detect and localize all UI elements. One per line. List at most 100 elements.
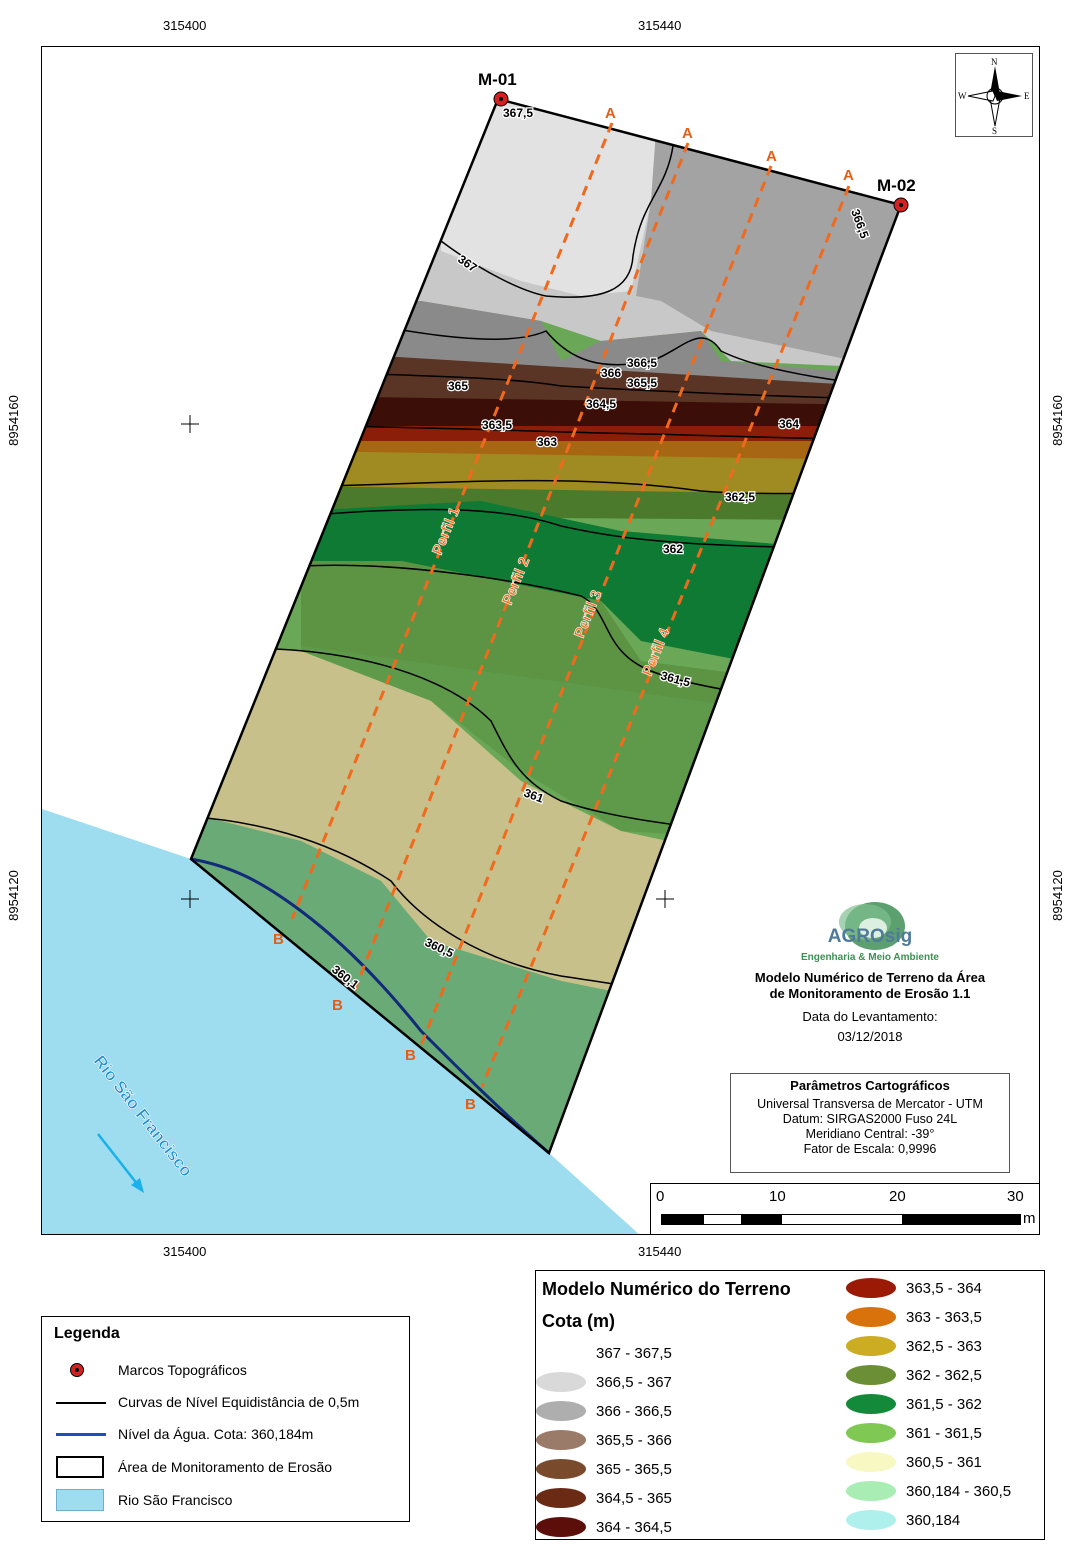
svg-text:366,5: 366,5 <box>627 356 657 370</box>
svg-text:362: 362 <box>663 542 683 556</box>
agrosig-logo-icon <box>839 902 905 950</box>
svg-text:S: S <box>992 126 997 136</box>
map-title-line1: Modelo Numérico de Terreno da Área <box>754 970 986 985</box>
elevation-legend: Modelo Numérico do Terreno Cota (m) 367 … <box>535 1270 1045 1540</box>
elevation-swatch-icon <box>536 1401 586 1421</box>
elevation-swatch-icon <box>846 1307 896 1327</box>
params-datum: Datum: SIRGAS2000 Fuso 24L <box>782 1112 958 1126</box>
elevation-class: 365,5 - 366 <box>536 1426 672 1454</box>
elevation-class-label: 362,5 - 363 <box>906 1337 982 1355</box>
elevation-class-label: 363 - 363,5 <box>906 1308 982 1326</box>
marker-icons <box>493 91 909 213</box>
params-projection: Universal Transversa de Mercator - UTM <box>757 1097 983 1111</box>
elevation-swatch-icon <box>536 1430 586 1450</box>
scale-tick-30: 30 <box>1007 1188 1024 1205</box>
elevation-class-label: 361,5 - 362 <box>906 1395 982 1413</box>
marker-label-m01: M-01 <box>478 70 517 89</box>
profile-a-labels: A A A A B B B B <box>273 105 854 1113</box>
elevation-swatch-icon <box>536 1517 586 1537</box>
svg-text:364,5: 364,5 <box>586 397 616 411</box>
elevation-class: 366,5 - 367 <box>536 1368 672 1396</box>
svg-text:B: B <box>465 1096 476 1113</box>
elevation-class: 362,5 - 363 <box>846 1332 982 1360</box>
legend-item-river: Rio São Francisco <box>52 1488 232 1512</box>
elevation-class-label: 366,5 - 367 <box>596 1373 672 1391</box>
water-level-line <box>190 857 550 1155</box>
elevation-class: 360,184 <box>846 1506 960 1534</box>
svg-text:B: B <box>332 997 343 1014</box>
elevation-swatch-icon <box>846 1278 896 1298</box>
elevation-swatch-icon <box>846 1452 896 1472</box>
coord-x-bottom-left: 315400 <box>163 1244 207 1259</box>
legend-item-contours: Curvas de Nível Equidistância de 0,5m <box>52 1390 359 1414</box>
svg-text:E: E <box>1024 91 1030 101</box>
area-outline-icon <box>52 1456 108 1478</box>
coord-x-bottom-right: 315440 <box>638 1244 682 1259</box>
elevation-swatch-icon <box>536 1488 586 1508</box>
svg-text:363,5: 363,5 <box>482 418 512 432</box>
map-title-line2: de Monitoramento de Erosão 1.1 <box>769 986 971 1001</box>
elevation-legend-title: Modelo Numérico do Terreno <box>542 1279 791 1299</box>
marker-symbol-icon <box>52 1359 108 1381</box>
graticule-crosses <box>181 415 674 908</box>
elevation-class: 361 - 361,5 <box>846 1419 982 1447</box>
legend-item-water-level: Nível da Água. Cota: 360,184m <box>52 1422 313 1446</box>
map-canvas: M-01 M-02 A A A A B B B B Perfil 1 Perfi… <box>42 70 916 1234</box>
elevation-class-label: 365 - 365,5 <box>596 1460 672 1478</box>
elevation-class-label: 360,184 - 360,5 <box>906 1482 1012 1500</box>
scale-tick-20: 20 <box>889 1188 906 1205</box>
coord-y-lower-right: 8954120 <box>1049 870 1065 921</box>
svg-text:363: 363 <box>537 435 557 449</box>
elevation-class-label: 364,5 - 365 <box>596 1489 672 1507</box>
elevation-swatch-icon <box>846 1365 896 1385</box>
marker-label-m02: M-02 <box>877 176 916 195</box>
elevation-swatch-icon <box>536 1343 586 1363</box>
elevation-class-label: 365,5 - 366 <box>596 1431 672 1449</box>
svg-text:B: B <box>405 1047 416 1064</box>
scale-bar: 0 10 20 30 m <box>650 1183 1040 1235</box>
elevation-class-label: 360,5 - 361 <box>906 1453 982 1471</box>
north-arrow: N S W E <box>955 53 1033 137</box>
elevation-class-label: 367 - 367,5 <box>596 1344 672 1362</box>
elevation-class: 367 - 367,5 <box>536 1339 672 1367</box>
elevation-swatch-icon <box>536 1372 586 1392</box>
elevation-class-label: 363,5 - 364 <box>906 1279 982 1297</box>
survey-date: 03/12/2018 <box>837 1029 903 1044</box>
params-scale-factor: Fator de Escala: 0,9996 <box>803 1142 937 1156</box>
elevation-class-label: 366 - 366,5 <box>596 1402 672 1420</box>
scale-tick-0: 0 <box>656 1188 665 1205</box>
scale-tick-10: 10 <box>769 1188 786 1205</box>
river-fill-icon <box>52 1489 108 1511</box>
svg-text:A: A <box>605 105 616 122</box>
svg-text:N: N <box>991 57 998 67</box>
svg-text:366: 366 <box>601 366 621 380</box>
elevation-swatch-icon <box>846 1423 896 1443</box>
survey-date-label: Data do Levantamento: <box>802 1009 938 1024</box>
logo-tagline: Engenharia & Meio Ambiente <box>801 952 939 963</box>
elevation-swatch-icon <box>846 1481 896 1501</box>
legend-title: Legenda <box>54 1325 120 1342</box>
legend-box: Legenda Marcos Topográficos Curvas de Ní… <box>41 1316 410 1522</box>
cartographic-parameters: Parâmetros Cartográficos Universal Trans… <box>730 1073 1010 1173</box>
elevation-class-label: 362 - 362,5 <box>906 1366 982 1384</box>
svg-text:367,5: 367,5 <box>503 106 533 120</box>
coord-y-upper-right: 8954160 <box>1049 395 1065 446</box>
svg-text:W: W <box>958 91 967 101</box>
elevation-class: 362 - 362,5 <box>846 1361 982 1389</box>
water-line-icon <box>52 1423 108 1445</box>
elevation-class: 365 - 365,5 <box>536 1455 672 1483</box>
elevation-class: 360,5 - 361 <box>846 1448 982 1476</box>
elevation-class-label: 364 - 364,5 <box>596 1518 672 1536</box>
coord-y-lower-left: 8954120 <box>5 870 21 921</box>
map-frame[interactable]: M-01 M-02 A A A A B B B B Perfil 1 Perfi… <box>41 46 1040 1235</box>
elevation-class-label: 360,184 <box>906 1511 961 1529</box>
coord-x-top-left: 315400 <box>163 18 207 33</box>
elevation-class: 363,5 - 364 <box>846 1274 982 1302</box>
compass-icon: N S W E <box>958 57 1030 136</box>
elevation-swatch-icon <box>846 1510 896 1530</box>
legend-item-area: Área de Monitoramento de Erosão <box>52 1455 332 1479</box>
elevation-class: 364,5 - 365 <box>536 1484 672 1512</box>
svg-text:362,5: 362,5 <box>725 490 755 504</box>
coord-x-top-right: 315440 <box>638 18 682 33</box>
monitoring-area-outline <box>189 97 903 1156</box>
